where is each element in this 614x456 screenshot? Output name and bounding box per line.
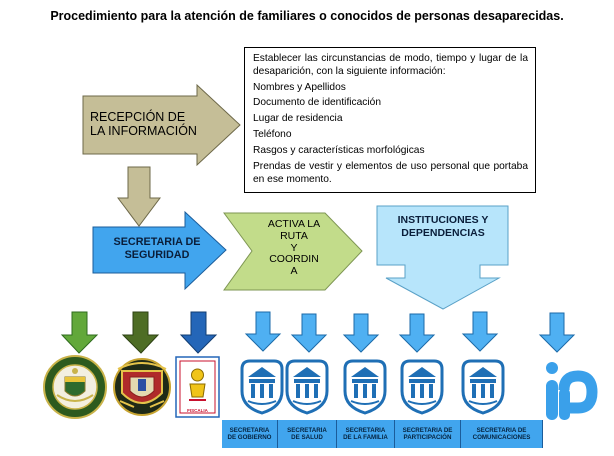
reception-label: RECEPCIÓN DE LA INFORMACIÓN <box>90 110 197 138</box>
activates-label-line: Y <box>290 241 298 254</box>
reception-label-line: LA INFORMACIÓN <box>90 124 197 138</box>
fiscalia-down-arrow <box>179 311 218 354</box>
info-box: Establecer las circunstancias de modo, t… <box>244 47 536 193</box>
salud-down-arrow <box>290 313 328 353</box>
activates-label-line: RUTA <box>280 229 308 242</box>
security-label-line: SEGURIDAD <box>124 248 190 261</box>
dept-label-line: DE GOBIERNO <box>227 434 272 441</box>
info-item: Lugar de residencia <box>253 113 343 125</box>
gobierno-down-arrow <box>244 311 282 352</box>
info-closing: Prendas de vestir y elementos de uso per… <box>253 161 528 185</box>
info-item: Teléfono <box>253 129 292 141</box>
ip-down-arrow <box>538 312 576 353</box>
activates-label-line: ACTIVA LA <box>267 218 321 230</box>
police-down-arrow <box>60 311 99 354</box>
participacion-down-arrow <box>398 313 436 353</box>
institutions-callout <box>376 205 509 310</box>
dept-label-line: SECRETARIA <box>287 426 327 434</box>
activates-arrow <box>223 212 363 291</box>
army-down-arrow <box>121 311 160 354</box>
ip-logo <box>546 362 598 420</box>
comunicaciones-down-arrow <box>461 311 499 352</box>
info-item: Nombres y Apellidos <box>253 81 346 93</box>
info-intro: Establecer las circunstancias de modo, t… <box>253 53 528 77</box>
dept-label-line: DE SALUD <box>291 434 323 441</box>
security-label-line: SECRETARIA DE <box>113 236 201 248</box>
info-item: Rasgos y características morfológicas <box>253 145 425 157</box>
activates-label-line: COORDIN <box>269 253 319 266</box>
institutions-label: INSTITUCIONES Y DEPENDENCIAS <box>380 214 506 239</box>
dept-label-line: SECRETARIA <box>229 426 270 434</box>
activates-label-line: A <box>290 265 298 278</box>
dept-label-line: SECRETARIA DE <box>476 426 527 434</box>
army-logo <box>113 358 171 416</box>
security-arrow <box>92 210 227 291</box>
dept-label-line: COMUNICACIONES <box>472 434 531 441</box>
dept-label-line: SECRETARIA <box>345 426 386 434</box>
page-title: Procedimiento para la atención de famili… <box>50 9 564 23</box>
municipal-logo <box>285 359 329 415</box>
reception-label-line: RECEPCIÓN DE <box>90 110 186 124</box>
municipal-logo <box>461 359 505 415</box>
dept-label-line: SECRETARIA DE <box>402 426 453 434</box>
dept-label-line: PARTICIPACIÓN <box>403 434 452 441</box>
dept-label-line: DE LA FAMILIA <box>343 434 388 441</box>
security-label: SECRETARIA DE SEGURIDAD <box>104 236 210 261</box>
fiscalia-logo <box>175 356 220 418</box>
institutions-label-line: INSTITUCIONES Y <box>397 214 489 226</box>
municipal-logo <box>240 359 284 415</box>
municipal-logo <box>400 359 444 415</box>
reception-down-arrow <box>117 166 161 227</box>
activates-label: ACTIVA LA RUTA Y COORDIN A <box>258 218 330 278</box>
institutions-label-line: DEPENDENCIAS <box>401 226 485 239</box>
reception-arrow <box>82 83 241 167</box>
familia-down-arrow <box>342 313 380 353</box>
police-logo <box>43 355 107 419</box>
fiscalia-text: FISCALIA <box>187 408 208 413</box>
municipal-logo <box>343 359 387 415</box>
info-item: Documento de identificación <box>253 97 381 109</box>
